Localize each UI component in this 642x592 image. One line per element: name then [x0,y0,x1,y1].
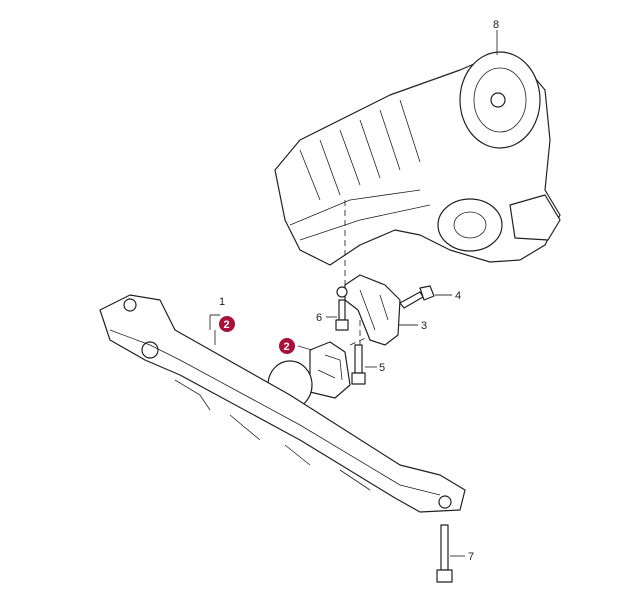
bolt-4-part [399,285,435,309]
callout-4: 4 [455,290,461,302]
crossmember-part [99,294,466,513]
callout-3: 3 [421,320,427,332]
callout-5: 5 [379,362,385,374]
bolt-6-part [335,286,349,331]
mount-bracket-part [344,274,401,346]
svg-text:2: 2 [224,319,230,331]
callout-1: 1 [219,296,225,308]
badge-2-crossmember[interactable]: 2 [219,316,235,332]
bolt-5-part [351,344,366,385]
callout-7: 7 [468,551,474,563]
badge-2-mount[interactable]: 2 [279,338,295,354]
callout-6: 6 [316,312,322,324]
callout-8: 8 [493,19,499,31]
bolt-7-part [436,524,453,583]
transmission-part [274,51,561,266]
svg-text:2: 2 [284,341,290,353]
